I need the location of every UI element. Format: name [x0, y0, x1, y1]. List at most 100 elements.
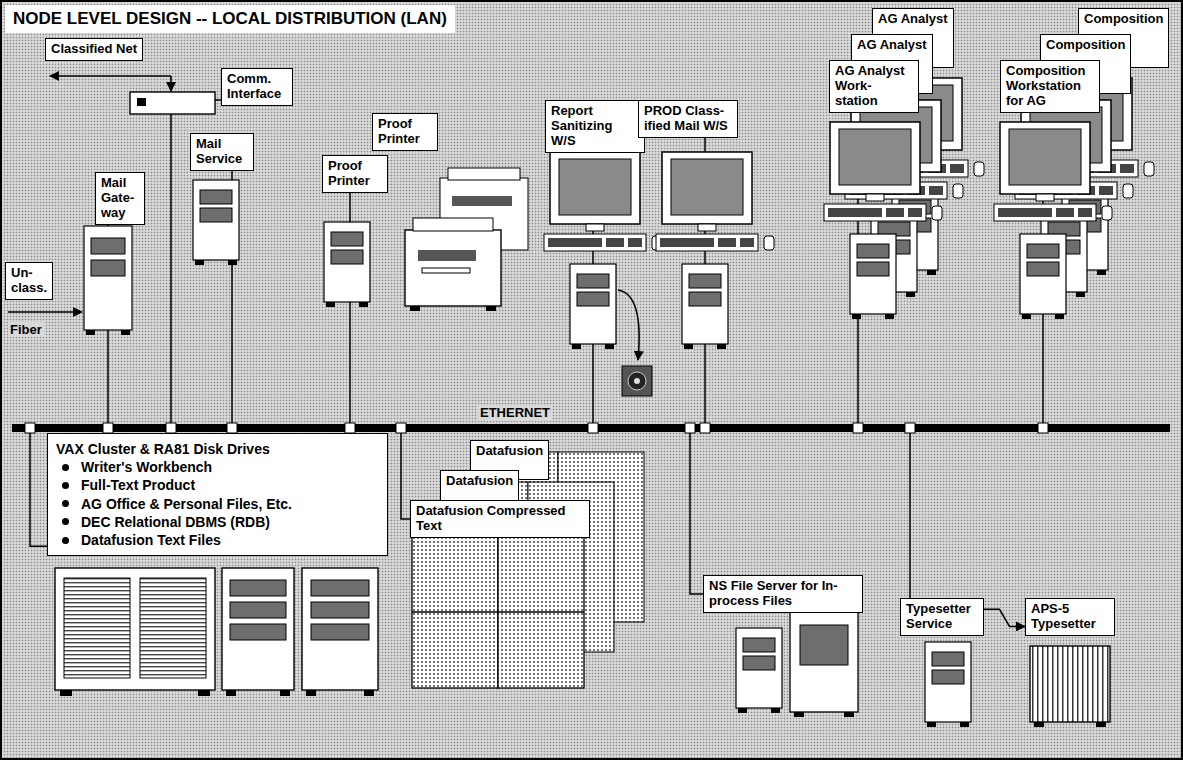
box-label: Proof Printer: [378, 116, 420, 146]
disk-drive: [302, 568, 378, 690]
text-row: ETHERNET: [478, 406, 552, 421]
ethernet-bus: ETHERNET: [12, 424, 1170, 432]
drive-bay: [230, 624, 286, 640]
drive-bay: [311, 624, 369, 640]
text-row: AG Analyst: [857, 38, 927, 53]
cabinet-foot: [60, 690, 72, 696]
text-row: AG Analyst: [878, 12, 948, 27]
workstation: [824, 122, 942, 319]
label-box: Proof Printer: [372, 113, 438, 151]
vax-cabinet: [55, 568, 215, 690]
label-box: Mail Gate- way: [95, 172, 145, 225]
typesetter-machine: [1030, 646, 1110, 722]
text-row: Composition: [1046, 38, 1125, 53]
server-foot: [794, 712, 804, 717]
bus-tap: [396, 423, 406, 433]
computer-tower: [925, 642, 971, 727]
bullet-dot: [62, 482, 69, 489]
text-row: Datafusion: [476, 444, 543, 459]
signal-arrow: [984, 609, 1025, 626]
tower-foot: [121, 330, 130, 335]
drive-bay: [230, 602, 286, 618]
list-item: Writer's Workbench: [81, 458, 212, 476]
box-label: Classified Net: [51, 41, 137, 56]
drive-bay: [91, 260, 125, 276]
cabinet-foot: [364, 690, 374, 696]
gateway-tower: [84, 226, 132, 330]
bullet-dot: [62, 500, 69, 507]
workstation: [544, 152, 662, 349]
drive-bay: [311, 602, 369, 618]
box-label: Proof Printer: [328, 158, 370, 188]
box-label: Composition Workstation for AG: [1006, 63, 1085, 108]
bus-tap: [345, 423, 355, 433]
text-row: Un- class.: [11, 266, 47, 296]
datafusion-cabinet: [498, 518, 584, 688]
drive-bay: [311, 580, 369, 596]
bullet-dot: [62, 537, 69, 544]
text-row: Proof Printer: [328, 159, 382, 189]
cabinet-foot: [306, 690, 316, 696]
bus-taps: [25, 423, 1048, 433]
box-label: Un- class.: [11, 265, 47, 295]
printer-foot: [410, 306, 420, 311]
box-label: Comm. Interface: [227, 71, 281, 101]
text-row: VAX Cluster & RA81 Disk Drives: [56, 440, 379, 458]
tower-foot: [86, 330, 95, 335]
file-server: [790, 612, 858, 712]
transfer-arrow: [618, 290, 639, 360]
box-label: Typesetter Service: [906, 601, 971, 631]
machine-foot: [1034, 722, 1044, 727]
cabinet-foot: [226, 690, 236, 696]
label-box: Proof Printer: [322, 155, 388, 193]
text-row: Comm. Interface: [227, 72, 287, 102]
box-label: AG Analyst: [878, 11, 948, 26]
list-item: AG Office & Personal Files, Etc.: [81, 495, 292, 513]
bus-tap: [227, 423, 237, 433]
machine-foot: [1096, 722, 1106, 727]
text-row: Report Sanitizing W/S: [551, 104, 639, 149]
network-arrow: [170, 76, 172, 91]
bus-tap: [588, 423, 598, 433]
text-row: Mail Service: [196, 137, 248, 167]
printer-output: [422, 268, 470, 273]
box-label: PROD Class- ified Mail W/S: [644, 103, 728, 133]
bus-tap: [905, 423, 915, 433]
box-label: Mail Service: [196, 136, 242, 166]
text-row: AG Analyst Work- station: [835, 64, 913, 109]
text-row: AG Office & Personal Files, Etc.: [56, 495, 379, 513]
drive-bay: [800, 625, 848, 665]
network-arrow: [50, 75, 171, 77]
cabinet-vent: [64, 578, 130, 678]
box-label: Datafusion Compressed Text: [416, 503, 566, 533]
box-label: Mail Gate- way: [101, 175, 134, 220]
box-label: AG Analyst: [857, 37, 927, 52]
fiber-arrow: [8, 311, 82, 313]
bus-tap: [103, 423, 113, 433]
label-box: Un- class.: [5, 262, 53, 300]
computer-tower: [736, 628, 782, 713]
box-label: Report Sanitizing W/S: [551, 103, 612, 148]
workstation: [656, 152, 774, 349]
box-label: Composition: [1084, 11, 1163, 26]
box-label: Datafusion: [476, 443, 543, 458]
label-box: Datafusion Compressed Text: [410, 500, 590, 538]
workstation: [994, 122, 1112, 319]
text-row: Datafusion Text Files: [56, 531, 379, 549]
text-row: Writer's Workbench: [56, 458, 379, 476]
label-box: APS-5 Typesetter: [1025, 598, 1115, 636]
box-label: APS-5 Typesetter: [1031, 601, 1096, 631]
label-box: PROD Class- ified Mail W/S: [638, 100, 738, 138]
network-cable: [909, 432, 911, 598]
diagram-title: NODE LEVEL DESIGN -- LOCAL DISTRIBUTION …: [5, 5, 455, 33]
bus-tap: [166, 423, 176, 433]
text-row: Classified Net: [51, 42, 137, 57]
label-box: NS File Server for In-process Files: [703, 575, 863, 613]
text-row: Mail Gate- way: [101, 176, 139, 221]
paper-tray: [413, 218, 493, 231]
safe-dial-center: [634, 378, 640, 384]
box-heading: VAX Cluster & RA81 Disk Drives: [56, 441, 270, 457]
text-row: Typesetter Service: [906, 602, 978, 632]
